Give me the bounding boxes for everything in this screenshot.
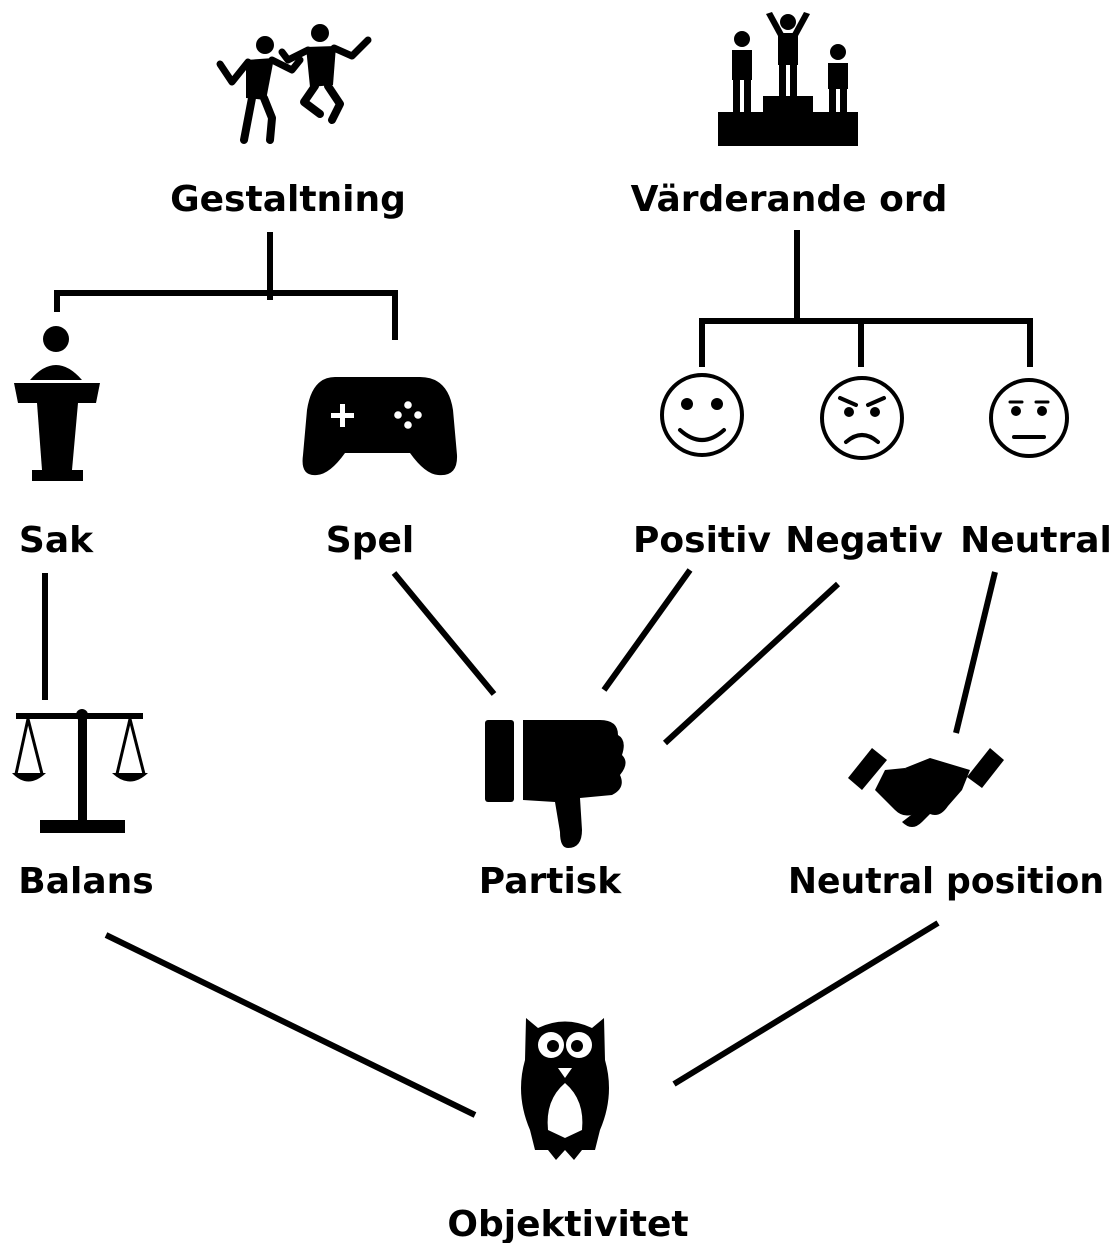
- spel-partisk-connector: [391, 571, 497, 696]
- label-positiv: Positiv: [633, 520, 771, 561]
- label-neutral: Neutral: [960, 520, 1111, 561]
- thumbs-down-icon: [485, 720, 626, 848]
- label-balans: Balans: [18, 861, 153, 902]
- owl-icon: [521, 1018, 609, 1160]
- dancing-people-icon: [216, 24, 372, 144]
- angry-face-icon: [820, 376, 904, 460]
- smiley-face-icon: [660, 373, 744, 457]
- negativ-partisk-connector: [662, 581, 841, 746]
- label-negativ: Negativ: [785, 520, 943, 561]
- podium-winners-icon: [718, 12, 858, 146]
- neutral-position-objektivitet-connector: [672, 920, 940, 1087]
- label-spel: Spel: [326, 520, 414, 561]
- neutral-neutral-position-connector: [953, 571, 998, 734]
- label-sak: Sak: [19, 520, 94, 561]
- positiv-partisk-connector: [601, 568, 693, 692]
- label-gestaltning: Gestaltning: [170, 179, 406, 220]
- balance-scale-icon: [12, 709, 148, 833]
- label-objektivitet: Objektivitet: [447, 1204, 688, 1243]
- game-controller-icon: [302, 377, 458, 476]
- speaker-podium-icon: [14, 326, 100, 481]
- balans-objektivitet-connector: [104, 932, 477, 1118]
- neutral-face-icon: [989, 378, 1069, 458]
- varderande-ord-tree-connector: [699, 230, 1033, 367]
- label-partisk: Partisk: [479, 861, 622, 902]
- handshake-icon: [848, 748, 1004, 827]
- label-varderande-ord: Värderande ord: [631, 179, 948, 220]
- label-neutral-position: Neutral position: [788, 861, 1104, 902]
- gestaltning-tree-connector: [54, 232, 398, 340]
